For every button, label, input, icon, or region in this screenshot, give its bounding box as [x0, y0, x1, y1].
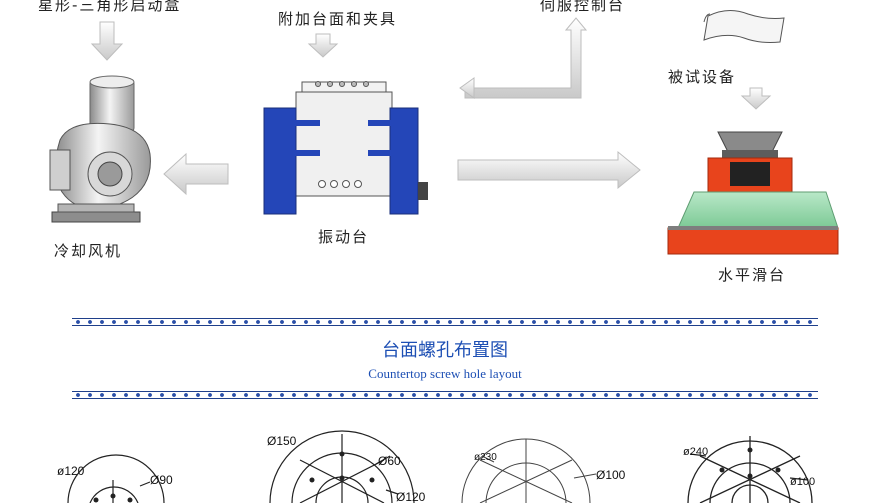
hole-layout-1: [67, 454, 165, 503]
dut-label: 被试设备: [668, 68, 737, 86]
servo-signal-arrow-icon: [459, 17, 588, 99]
fixture-label: 附加台面和夹具: [278, 10, 398, 28]
servo-console-label: 伺服控制台: [540, 0, 626, 14]
hole-layout-2: [269, 430, 415, 503]
shaker-label: 振动台: [318, 228, 370, 246]
section-title-cn: 台面螺孔布置图: [382, 340, 508, 361]
down-arrow-icon: [90, 21, 124, 61]
down-arrow-icon: [740, 87, 772, 110]
slip-table-label: 水平滑台: [718, 266, 787, 284]
hole-layout-4-diameter-label: ø240: [683, 446, 709, 458]
slip-table-illustration: [667, 131, 839, 255]
hole-layout-2-diameter-label: Ø60: [378, 454, 401, 468]
cooling-fan-illustration: [49, 75, 151, 223]
hole-layout-3-diameter-label: ø230: [474, 452, 497, 463]
hole-layout-4-diameter-label: ø100: [790, 476, 816, 488]
hole-layout-3-diameter-label: Ø100: [596, 468, 626, 482]
hole-layout-2-diameter-label: Ø120: [396, 490, 426, 504]
top-divider: [72, 318, 818, 326]
section-title-en: Countertop screw hole layout: [368, 366, 522, 381]
shaker-illustration: [263, 81, 428, 215]
hole-layout-3: [461, 438, 597, 503]
equipment-diagram: [49, 10, 839, 255]
dut-illustration: [703, 10, 785, 43]
bottom-divider: [72, 391, 818, 399]
cooling-fan-label: 冷却风机: [54, 242, 123, 260]
hole-layout-1-diameter-label: Ø90: [150, 473, 173, 487]
hole-layout-drawings: [67, 430, 813, 503]
down-arrow-icon: [307, 33, 339, 58]
right-arrow-icon: [457, 150, 641, 190]
hole-layout-2-diameter-label: Ø150: [267, 434, 297, 448]
left-arrow-icon: [163, 152, 229, 196]
star-delta-starter-label: 星形-三角形启动盒: [38, 0, 182, 14]
hole-layout-4: [687, 436, 813, 503]
hole-layout-1-diameter-label: ø120: [57, 464, 85, 478]
